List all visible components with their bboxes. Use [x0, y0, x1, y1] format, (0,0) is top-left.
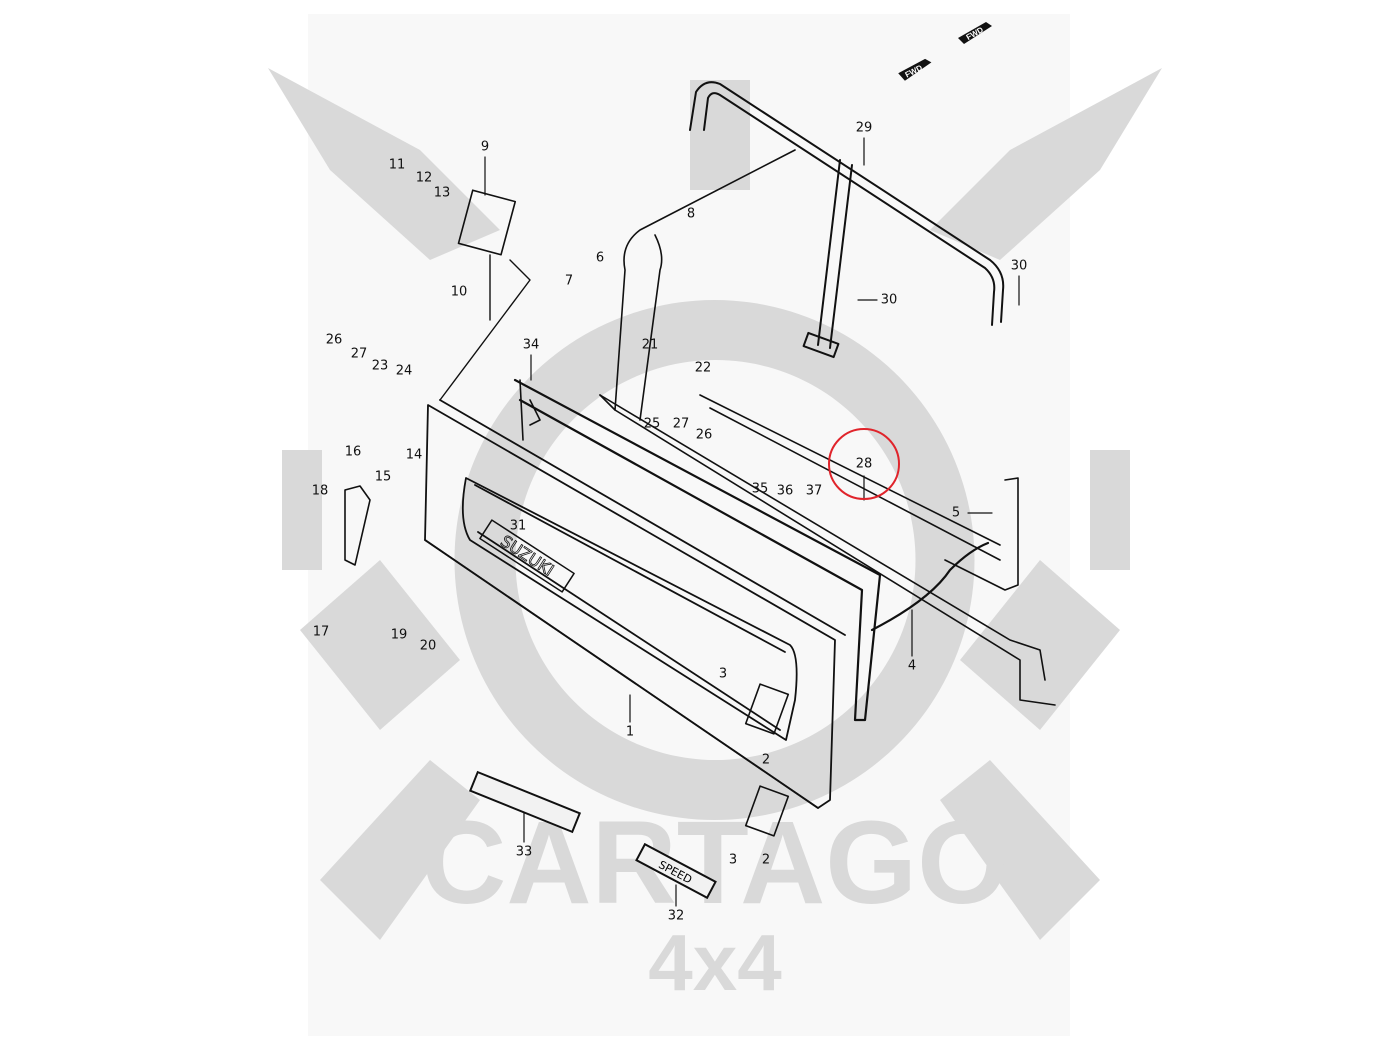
part-callout-35: 35 — [751, 481, 769, 497]
part-callout-16: 16 — [344, 444, 362, 460]
part-callout-22: 22 — [694, 360, 712, 376]
part-callout-8: 8 — [686, 206, 696, 222]
part-callout-25: 25 — [643, 416, 661, 432]
part-callout-15: 15 — [374, 469, 392, 485]
badge-33 — [468, 770, 582, 834]
roll-bar — [689, 81, 1005, 359]
part-callout-6: 6 — [595, 250, 605, 266]
part-callout-2: 2 — [761, 852, 771, 868]
leader-lines — [484, 137, 1020, 907]
hinges — [744, 683, 790, 837]
part-callout-30: 30 — [1010, 258, 1028, 274]
part-callout-4: 4 — [907, 658, 917, 674]
part-callout-34: 34 — [522, 337, 540, 353]
part-callout-23: 23 — [371, 358, 389, 374]
part-callout-36: 36 — [776, 483, 794, 499]
part-callout-1: 1 — [625, 724, 635, 740]
tailgate-panel — [424, 399, 846, 809]
part-callout-18: 18 — [311, 483, 329, 499]
fwd-arrow-icon: FWD — [898, 58, 932, 81]
part-callout-20: 20 — [419, 638, 437, 654]
part-callout-31: 31 — [509, 518, 527, 534]
highlight-circle-part-28 — [828, 428, 900, 500]
part-callout-2: 2 — [761, 752, 771, 768]
svg-text:CARTAGO: CARTAGO — [421, 797, 1009, 929]
svg-text:4x4: 4x4 — [648, 918, 782, 1007]
part-callout-3: 3 — [728, 852, 738, 868]
part-callout-13: 13 — [433, 185, 451, 201]
part-callout-29: 29 — [855, 120, 873, 136]
part-callout-27: 27 — [672, 416, 690, 432]
latch — [457, 189, 517, 256]
fwd-arrow-icon: FWD — [958, 22, 992, 44]
part-callout-26: 26 — [695, 427, 713, 443]
part-callout-7: 7 — [564, 273, 574, 289]
suzuki-emblem — [479, 519, 575, 593]
part-callout-10: 10 — [450, 284, 468, 300]
part-callout-30: 30 — [880, 292, 898, 308]
part-callout-26: 26 — [325, 332, 343, 348]
handle-bracket — [344, 485, 371, 566]
cartago-watermark: CARTAGO 4x4 — [268, 68, 1162, 1007]
part-callout-14: 14 — [405, 447, 423, 463]
part-callout-19: 19 — [390, 627, 408, 643]
part-callout-27: 27 — [350, 346, 368, 362]
part-callout-12: 12 — [415, 170, 433, 186]
gasket — [513, 378, 882, 722]
part-callout-24: 24 — [395, 363, 413, 379]
part-callout-37: 37 — [805, 483, 823, 499]
strap-cable — [870, 541, 990, 632]
part-callout-21: 21 — [641, 337, 659, 353]
part-callout-32: 32 — [667, 908, 685, 924]
part-callout-5: 5 — [951, 505, 961, 521]
part-callout-17: 17 — [312, 624, 330, 640]
part-callout-9: 9 — [480, 139, 490, 155]
part-callout-11: 11 — [388, 157, 406, 173]
part-callout-3: 3 — [718, 666, 728, 682]
part-callout-33: 33 — [515, 844, 533, 860]
